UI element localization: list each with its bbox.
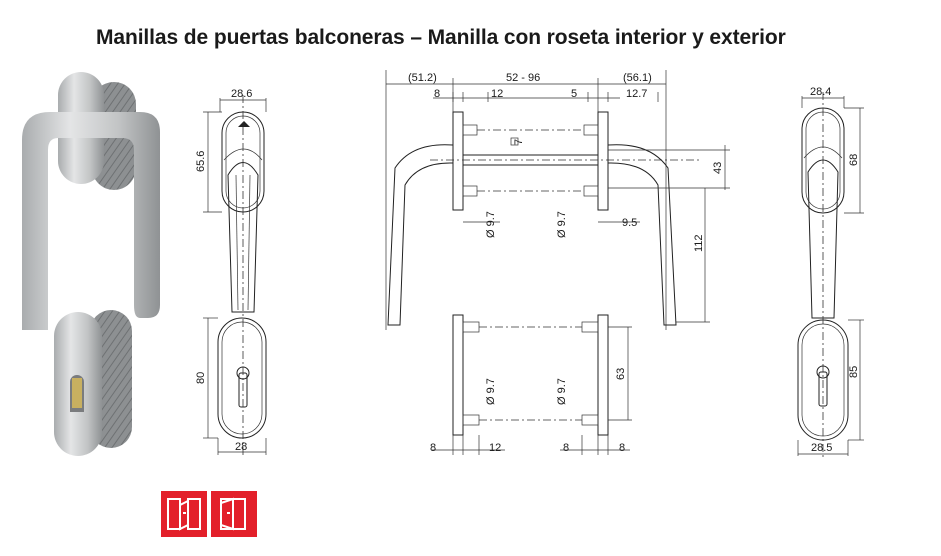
right-height-bottom-label: 85 [848, 366, 860, 378]
spindle-left-label: 12 [491, 88, 503, 100]
right-width-top-label: 28.4 [810, 86, 831, 98]
offset-right-label: 9.5 [622, 217, 637, 229]
top-left-offset-label: (51.2) [408, 72, 437, 84]
height-112-label: 112 [693, 234, 705, 252]
square-label: 7 [513, 139, 525, 145]
bottom-side-view [432, 314, 632, 455]
left-width-top-label: 28.6 [231, 88, 252, 100]
center-diam-right-label: Ø 9.7 [556, 211, 568, 238]
left-height-top-label: 65.6 [195, 151, 207, 172]
double-door-icon [161, 491, 207, 537]
page-title: Manillas de puertas balconeras – Manilla… [96, 26, 786, 49]
rose-left-label: 8 [434, 88, 440, 100]
left-front-view [203, 95, 267, 455]
left-height-bottom-label: 80 [195, 372, 207, 384]
single-door-icon [211, 491, 257, 537]
right-front-view [797, 92, 864, 458]
left-width-bottom-label: 28 [235, 441, 247, 453]
bottom-left-12-label: 12 [489, 442, 501, 454]
bottom-diam-left-label: Ø 9.7 [485, 378, 497, 405]
top-right-offset-label: (56.1) [623, 72, 652, 84]
top-range-label: 52 - 96 [506, 72, 540, 84]
bottom-left-8-label: 8 [430, 442, 436, 454]
bottom-right-8a-label: 8 [563, 442, 569, 454]
door-handle-photo [22, 72, 160, 456]
right-width-bottom-label: 28.5 [811, 442, 832, 454]
right-height-top-label: 68 [848, 154, 860, 166]
center-diam-left-label: Ø 9.7 [485, 211, 497, 238]
rose-right-label: 12.7 [626, 88, 647, 100]
height-43-label: 43 [712, 162, 724, 174]
center-side-view [385, 70, 730, 330]
bottom-right-8b-label: 8 [619, 442, 625, 454]
spindle-right-label: 5 [571, 88, 577, 100]
bottom-diam-right-label: Ø 9.7 [556, 378, 568, 405]
height-63-label: 63 [615, 368, 627, 380]
